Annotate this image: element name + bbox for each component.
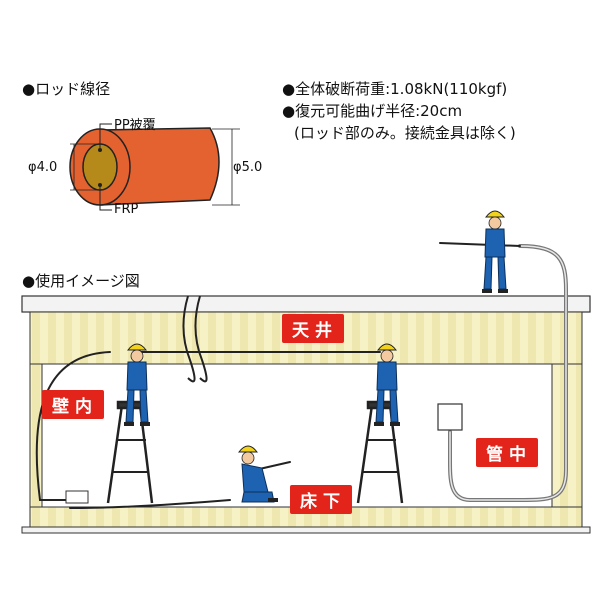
inner-diameter-label: φ4.0 [28, 160, 58, 175]
spec-note: (ロッド部のみ。接続金具は除く) [294, 124, 516, 142]
worker-roof [481, 210, 509, 294]
inner-core-label: FRP [114, 202, 139, 217]
worker-floor [237, 445, 278, 503]
usage-heading: ●使用イメージ図 [22, 272, 140, 290]
tag-ceiling: 天井 [282, 314, 344, 343]
junction-box [437, 403, 463, 431]
outer-coating-label: PP被覆 [114, 118, 156, 133]
outer-diameter-label: φ5.0 [233, 160, 263, 175]
tag-wall: 壁内 [42, 390, 104, 419]
tag-floor: 床下 [290, 485, 352, 514]
spec-breaking-load: ●全体破断荷重:1.08kN(110kgf) [282, 80, 508, 98]
spec-bend-radius: ●復元可能曲げ半径:20cm [282, 102, 463, 120]
rod-cross-section [69, 123, 240, 211]
tag-pipe: 管中 [476, 438, 538, 467]
rod-section-heading: ●ロッド線径 [22, 80, 111, 98]
wall-outlet [65, 490, 89, 504]
